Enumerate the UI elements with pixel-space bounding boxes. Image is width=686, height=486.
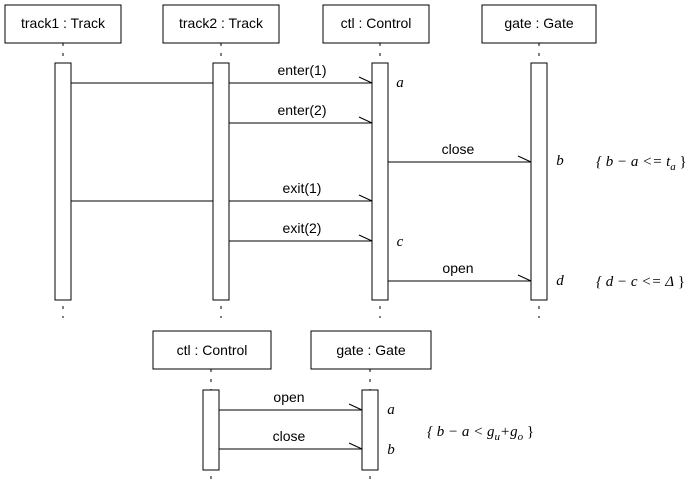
- constraint-b-minus-a: { b − a <= ta }: [596, 154, 686, 173]
- arrowhead: [358, 76, 373, 84]
- message-arrow-5: [388, 274, 532, 282]
- bottom-activation-bar-gate: [361, 389, 379, 471]
- message-label-0: enter(1): [277, 62, 326, 78]
- time-mark-b: b: [556, 153, 564, 169]
- bottom-lifeline-head-ctl: [152, 330, 272, 370]
- bottom-message-label-1: close: [273, 428, 306, 444]
- bottom-activation-bar-ctl: [202, 389, 220, 471]
- bottom-lifeline-label-ctl: ctl : Control: [177, 342, 248, 358]
- activation-bar-ctl: [371, 62, 389, 301]
- bottom-time-mark-b: b: [387, 442, 395, 458]
- activation-bar-track2: [212, 62, 230, 301]
- arrowhead: [517, 274, 532, 282]
- bottom-constraint: { b − a < gu+go }: [427, 424, 534, 443]
- lifeline-head-gate: [481, 4, 597, 44]
- bottom-message-label-0: open: [273, 389, 304, 405]
- message-label-4: exit(2): [283, 220, 322, 236]
- lifeline-head-track2: [162, 4, 280, 44]
- lifeline-label-gate: gate : Gate: [504, 15, 573, 31]
- lifeline-head-track1: [4, 4, 122, 44]
- arrowhead: [517, 155, 532, 163]
- lifeline-label-track1: track1 : Track: [21, 15, 106, 31]
- time-mark-c: c: [397, 234, 404, 250]
- lifeline-label-ctl: ctl : Control: [341, 15, 412, 31]
- arrowhead: [348, 403, 363, 411]
- arrowhead: [358, 116, 373, 124]
- time-mark-d: d: [556, 273, 564, 289]
- message-label-3: exit(1): [283, 180, 322, 196]
- arrowhead: [358, 234, 373, 242]
- activation-bar-track1: [54, 62, 72, 301]
- constraint-d-minus-c: { d − c <= Δ }: [596, 274, 685, 290]
- message-arrow-2: [388, 155, 532, 163]
- arrowhead: [348, 442, 363, 450]
- time-mark-a: a: [396, 75, 404, 91]
- message-arrow-4: [229, 234, 373, 242]
- bottom-lifeline-head-gate: [310, 330, 432, 370]
- message-label-1: enter(2): [277, 102, 326, 118]
- message-label-2: close: [442, 141, 475, 157]
- arrowhead: [358, 194, 373, 202]
- bottom-message-arrow-1: [219, 442, 363, 450]
- bottom-message-arrow-0: [219, 403, 363, 411]
- bottom-lifeline-label-gate: gate : Gate: [336, 342, 405, 358]
- message-label-5: open: [442, 260, 473, 276]
- message-arrow-1: [229, 116, 373, 124]
- lifeline-head-ctl: [322, 4, 430, 44]
- lifeline-label-track2: track2 : Track: [179, 15, 264, 31]
- activation-bar-gate: [530, 62, 548, 301]
- bottom-time-mark-a: a: [387, 402, 395, 418]
